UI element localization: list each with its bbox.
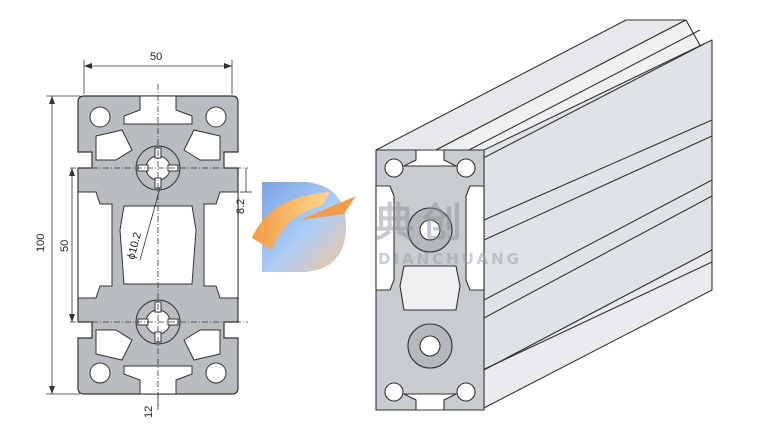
cavity-top-left [95, 129, 133, 161]
center-lines [70, 84, 248, 406]
corner-hole-tl [89, 106, 111, 128]
right-slot [203, 191, 239, 299]
profile-3d-render [375, 19, 713, 411]
dimension-lines [46, 60, 252, 410]
corner-hole-bl [89, 362, 111, 384]
dim-slot-offset: 8.2 [235, 199, 247, 214]
cavity-top-right [183, 129, 221, 161]
corner-hole-tr [205, 106, 227, 128]
end-face-details [375, 149, 485, 411]
cavity-bot-right [183, 329, 221, 361]
brand-logo-icon [252, 182, 356, 272]
left-slot [77, 191, 113, 299]
corner-hole-br [205, 362, 227, 384]
dim-width: 50 [150, 51, 162, 63]
groove-lines [439, 29, 713, 391]
dimension-arrows [49, 63, 232, 394]
brand-name-en: DIANCHUANG [378, 250, 522, 268]
cross-section-drawing: 50 100 50 8.2 ϕ10.2 12 [35, 51, 252, 418]
cavity-bot-left [95, 329, 133, 361]
bore-leader [139, 187, 161, 261]
dim-height: 100 [35, 234, 47, 252]
bottom-slot [123, 365, 193, 395]
dim-half-height: 50 [59, 240, 71, 252]
brand-name-cn: 典创 [374, 200, 470, 246]
cavity-center [119, 205, 197, 285]
brand-watermark: 典创 DIANCHUANG [252, 182, 522, 272]
dim-bottom-offset: 12 [143, 406, 155, 418]
